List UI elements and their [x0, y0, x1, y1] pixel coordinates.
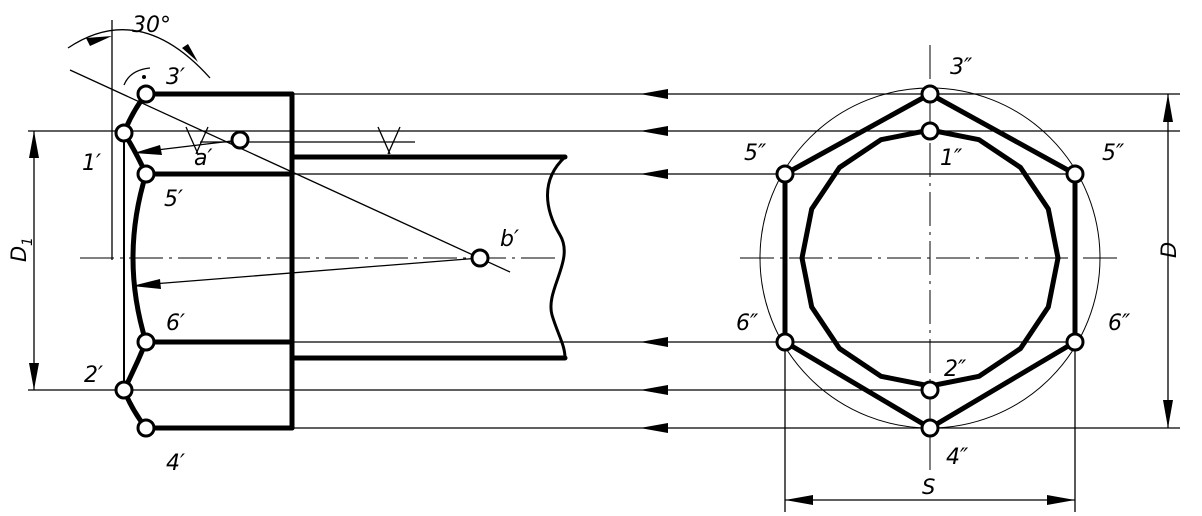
- label-5-double-prime-right: 5″: [1102, 141, 1125, 166]
- projection-arrow: [640, 169, 668, 179]
- point-3-double-prime: [920, 84, 940, 104]
- radius-line-b: [139, 257, 481, 286]
- side-view: 3″ 5″ 1″ 5″ 6″ 2″ 6″ 4″ S D: [736, 45, 1181, 512]
- point-3-prime: [136, 84, 156, 104]
- projection-arrow: [640, 423, 668, 433]
- svg-text:D: D: [7, 246, 31, 262]
- label-3-prime: 3′: [166, 65, 185, 90]
- point-4-double-prime: [920, 418, 940, 438]
- dim-d1-arrow-bottom: [29, 363, 39, 390]
- label-a-prime: a′: [194, 146, 212, 171]
- dim-s-label: S: [922, 475, 935, 499]
- dim-s-arrow-right: [1047, 495, 1075, 505]
- thread-tick: [387, 126, 401, 155]
- label-6-double-prime-left: 6″: [736, 311, 759, 336]
- svg-text:1: 1: [20, 237, 36, 246]
- thread-tick: [195, 126, 209, 155]
- construction-line-30deg: [69, 69, 511, 273]
- point-6-double-prime-left: [775, 332, 795, 352]
- angle-arrow-left: [86, 36, 112, 46]
- dim-d-arrow-top: [1163, 94, 1173, 122]
- label-5-prime: 5′: [164, 187, 183, 212]
- point-1-prime: [114, 123, 134, 143]
- projection-arrow: [640, 337, 668, 347]
- dim-d1-label: D 1: [7, 237, 36, 262]
- label-5-double-prime-left: 5″: [744, 141, 767, 166]
- point-a-prime: [230, 130, 250, 150]
- angle-arc: [67, 29, 211, 79]
- label-1-double-prime: 1″: [940, 146, 963, 171]
- projection-arrow: [640, 126, 668, 136]
- dim-d-label: D: [1157, 242, 1181, 258]
- label-4-double-prime: 4″: [946, 445, 969, 470]
- point-6-prime: [136, 332, 156, 352]
- dim-s-arrow-left: [785, 495, 813, 505]
- label-6-double-prime-right: 6″: [1108, 311, 1131, 336]
- radius-arrow-a: [134, 145, 162, 155]
- projection-arrow: [640, 89, 668, 99]
- point-2-double-prime: [920, 380, 940, 400]
- radius-arrow: [132, 279, 161, 289]
- point-5-prime: [136, 164, 156, 184]
- point-5-double-prime-left: [775, 164, 795, 184]
- point-4-prime: [136, 418, 156, 438]
- angle-dot: [142, 75, 146, 79]
- angle-arc-small: [123, 67, 151, 86]
- point-5-double-prime-right: [1065, 164, 1085, 184]
- label-b-prime: b′: [500, 227, 519, 252]
- point-6-double-prime-right: [1065, 332, 1085, 352]
- dim-d-arrow-bottom: [1163, 400, 1173, 428]
- projection-arrow: [640, 385, 668, 395]
- angle-arrow-right: [182, 44, 198, 62]
- point-b-prime: [470, 248, 490, 268]
- front-view: 30° 3′ 1′ a′ 5′ b′ 6′ 2′ 4′ D 1: [7, 13, 1180, 476]
- chamfer-curve-middle: [130, 171, 149, 345]
- label-6-prime: 6′: [166, 311, 185, 336]
- angle-label: 30°: [132, 13, 171, 38]
- label-3-double-prime: 3″: [950, 55, 973, 80]
- dim-d1-arrow-top: [29, 131, 39, 158]
- label-2-double-prime: 2″: [944, 357, 967, 382]
- thread-tick: [185, 126, 199, 155]
- point-2-prime: [114, 380, 134, 400]
- point-1-double-prime: [920, 121, 940, 141]
- label-2-prime: 2′: [84, 363, 103, 388]
- shank-break-line: [546, 155, 567, 360]
- label-4-prime: 4′: [166, 451, 185, 476]
- label-1-prime: 1′: [82, 151, 101, 176]
- thread-tick: [377, 126, 391, 155]
